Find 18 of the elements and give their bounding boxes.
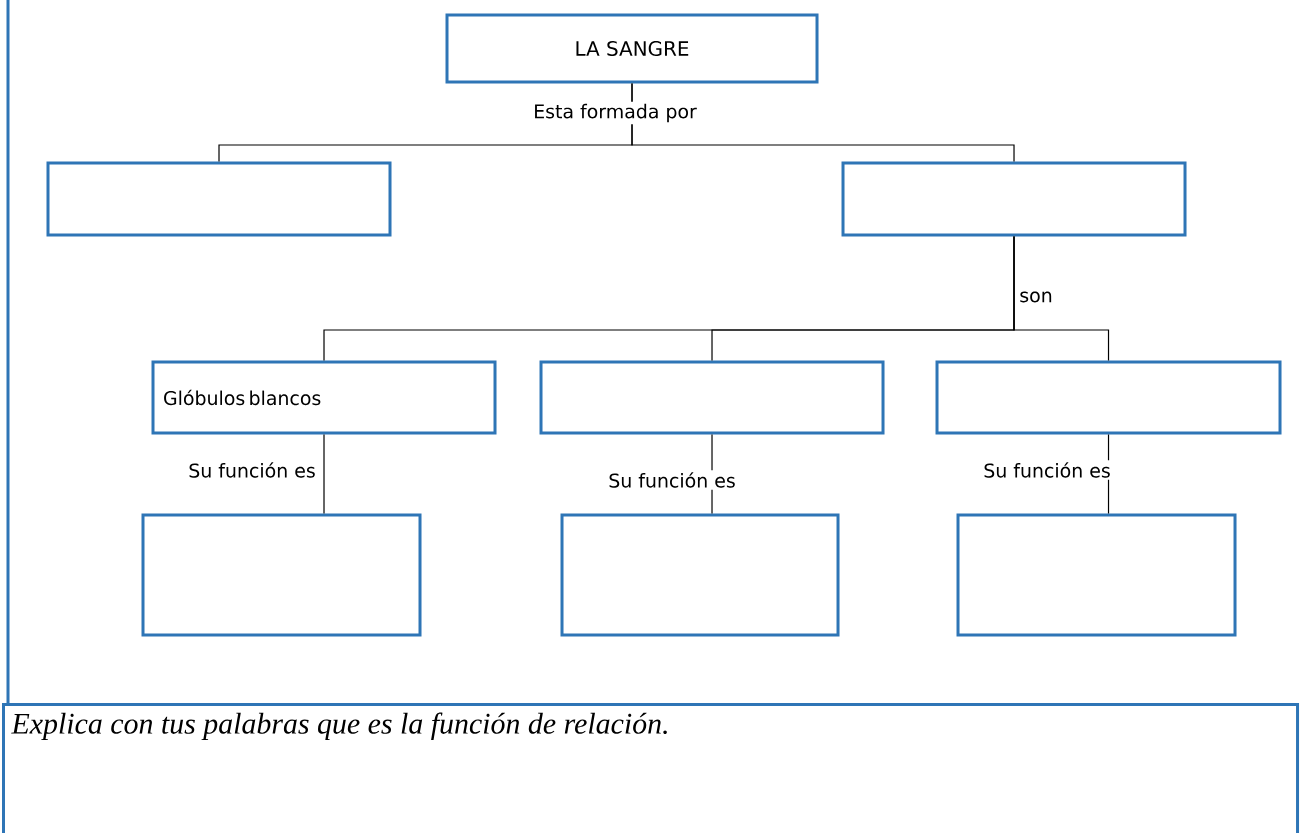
empty-box	[46, 161, 392, 237]
empty-box	[956, 513, 1237, 637]
edge-label: Su función es	[186, 460, 318, 480]
concept-box: Glóbulos blancos	[151, 360, 497, 435]
connector-line	[1013, 235, 1110, 362]
edge-label: Su función es	[981, 460, 1113, 480]
empty-box	[560, 513, 840, 637]
edge-label: Su función es	[606, 470, 738, 490]
empty-box	[539, 360, 885, 435]
answer-box: Explica con tus palabras que es la función de relación.	[2, 703, 1300, 833]
title-box: LA SANGRE	[445, 13, 819, 84]
empty-box	[841, 161, 1187, 237]
empty-box	[141, 513, 422, 637]
connector-line	[631, 82, 1015, 163]
edge-label: Esta formada por	[531, 101, 699, 125]
connector-line	[323, 433, 325, 515]
empty-box	[935, 360, 1282, 435]
edge-label: son	[1017, 289, 1055, 305]
